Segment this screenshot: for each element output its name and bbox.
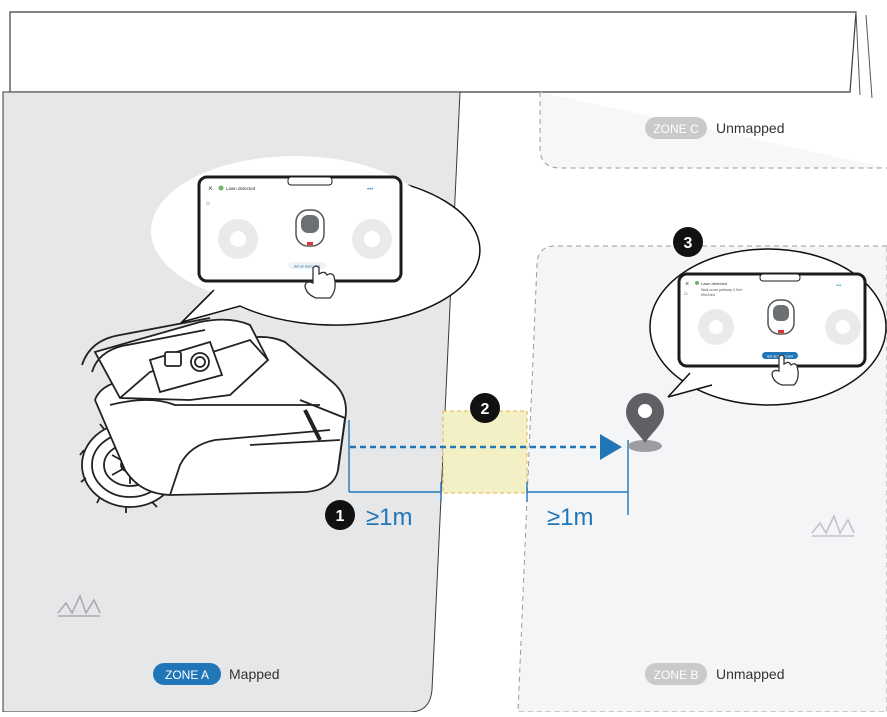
location-pin-icon: [626, 393, 664, 452]
grass-icon: [811, 513, 855, 537]
top-panel: [9, 11, 857, 93]
zone-c-status: Unmapped: [716, 120, 785, 136]
dimension-lines: [348, 420, 629, 515]
right-subtext-line1: Walk cross pathway 0.5m+: [701, 288, 743, 292]
grass-icon: [57, 593, 101, 617]
step-3-distance: ≥1m: [547, 504, 594, 531]
zone-b-badge: [645, 663, 707, 685]
step-2-number: 2: [481, 401, 490, 418]
lawn-icon: [218, 185, 224, 191]
zone-b-badge-text: ZONE B: [654, 668, 699, 682]
top-panel-edge: [855, 11, 861, 96]
zone-a-label: ZONE A Mapped: [153, 663, 280, 685]
right-notification: Lawn detected: [701, 281, 727, 286]
robot-mower-illustration: [79, 317, 347, 513]
more-icon[interactable]: •••: [836, 283, 842, 289]
callout-bubble-right: × Lawn detected Walk cross pathway 0.5m+…: [649, 248, 887, 406]
more-icon[interactable]: •••: [367, 187, 373, 193]
zone-b-status: Unmapped: [716, 666, 785, 682]
close-icon[interactable]: ×: [208, 184, 213, 193]
left-button-text: Set as start point: [294, 265, 320, 269]
step-3-marker: 3: [673, 227, 703, 257]
close-icon[interactable]: ×: [685, 281, 689, 288]
zone-c-area: [539, 92, 887, 169]
hand-pointer-icon: [304, 265, 336, 299]
zone-a-status: Mapped: [229, 666, 280, 682]
left-notification: Lawn detected: [226, 186, 256, 191]
zone-b-label: ZONE B Unmapped: [645, 663, 785, 685]
step-1-distance: ≥1m: [366, 504, 413, 531]
phone-notch: [759, 273, 801, 282]
hand-pointer-icon: [771, 354, 799, 386]
step-2-marker: 2: [470, 393, 500, 423]
lawn-icon: [695, 281, 699, 285]
zone-c-label: ZONE C Unmapped: [645, 117, 785, 139]
path-arrow-head: [600, 434, 622, 460]
zone-a-badge: [153, 663, 221, 685]
zone-c-badge-text: ZONE C: [653, 122, 699, 136]
zone-a-badge-text: ZONE A: [165, 668, 209, 682]
right-subtext-line2: Mid Area: [701, 293, 715, 297]
bell-icon: ⌂: [684, 291, 688, 297]
callout-bubble-left: × Lawn detected ••• ⌂ Set as start point: [151, 156, 481, 326]
pathway-area: [442, 410, 528, 494]
step-3-number: 3: [684, 235, 693, 252]
step-1-number: 1: [336, 508, 345, 525]
top-panel-edge-2: [865, 14, 873, 99]
bell-icon: ⌂: [206, 201, 210, 207]
step-1-marker: 1 ≥1m: [325, 500, 413, 531]
zone-c-badge: [645, 117, 707, 139]
phone-notch: [287, 176, 333, 186]
